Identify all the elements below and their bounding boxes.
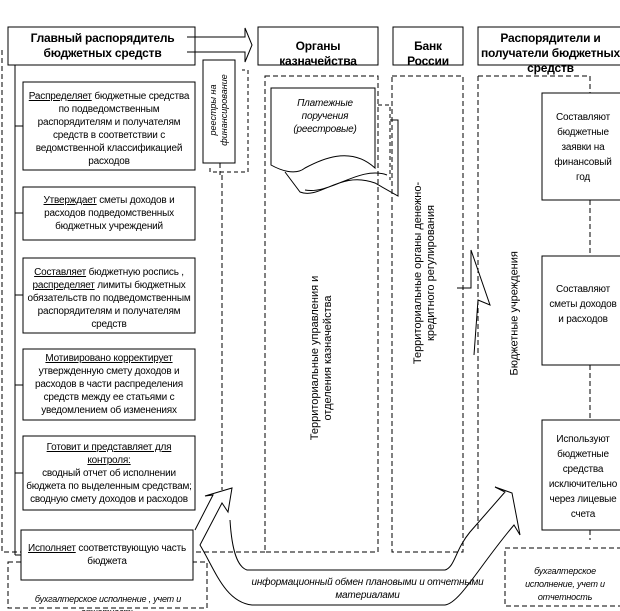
header-treasury: Органы казначейства: [279, 39, 357, 68]
function-3: Составляет бюджетную роспись , распредел…: [26, 266, 192, 331]
header-recipients: Распорядители и получатели бюджетных сре…: [481, 31, 620, 75]
function-5: Готовит и представляет для контроля: сво…: [24, 441, 194, 506]
function-3-verb: Составляет: [34, 267, 87, 278]
payment-orders-flow: [284, 165, 399, 197]
accounting-right-box: [504, 547, 620, 607]
function-3-text: бюджетную роспись ,: [88, 267, 184, 278]
function-box-5: [22, 435, 196, 511]
recipient-box-1: [541, 92, 620, 201]
recipients-box: [477, 26, 620, 66]
main-manager-box: [7, 26, 196, 66]
header-main-manager: Главный распорядитель бюджетных средств: [30, 31, 175, 60]
function-5-verb: Готовит и представляет для контроля:: [46, 442, 172, 466]
function-box-4: [22, 348, 196, 421]
function-3-text2: лимиты бюджетных обязательств по подведо…: [27, 280, 191, 330]
treasury-box: [257, 26, 379, 66]
function-1: Распределяет бюджетные средства по подве…: [26, 90, 192, 168]
function-1-text: бюджетные средства по подведомственным р…: [35, 91, 190, 167]
recipient-box-3: [541, 419, 620, 531]
function-4-text: утвержденную смету доходов и расходов в …: [34, 366, 184, 416]
main-to-treasury-arrow: [187, 27, 253, 63]
function-2: Утверждает сметы доходов и расходов подв…: [26, 194, 192, 233]
function-box-6: [20, 529, 194, 581]
payment-orders-to-bank: [390, 119, 399, 196]
function-6: Исполняет соответствующую часть бюджета: [26, 542, 188, 568]
bank-vertical-label: Территориальные органы денежно-кредитног…: [412, 181, 437, 365]
function-4-verb: Мотивировано корректирует: [45, 353, 173, 364]
header-bank: Банк России: [407, 39, 449, 68]
bank-to-recipients-arrow: [457, 249, 491, 356]
recipient-box-2: [541, 255, 620, 366]
spine-connectors: [15, 125, 23, 556]
accounting-left-label: бухгалтерское исполнение , учет и отчетн…: [34, 594, 182, 611]
registers-box: [202, 59, 236, 164]
registers-label: реестры на финансирование: [208, 74, 229, 146]
payment-orders-label: Платежные поручения (реестровые): [293, 98, 357, 135]
function-6-text: соответствующую часть бюджета: [78, 543, 186, 567]
treasury-dashed-area: [264, 75, 379, 553]
function-2-text: сметы доходов и расходов подведомственны…: [44, 195, 175, 232]
recipient-function-3: Используют бюджетные средства исключител…: [548, 434, 618, 520]
function-box-2: [22, 186, 196, 241]
recipient-function-2: Составляют сметы доходов и расходов: [549, 284, 617, 325]
accounting-right-label: бухгалтерское исполнение, учет и отчетно…: [525, 566, 605, 602]
registers-shadow: [209, 69, 249, 173]
recipient-function-1: Составляют бюджетные заявки на финансовы…: [554, 112, 612, 183]
function-5-text: сводный отчет об исполнении бюджета по в…: [26, 468, 192, 505]
recipients-dashed-area: [477, 75, 591, 530]
registers-line: [219, 163, 223, 490]
function-2-verb: Утверждает: [43, 195, 97, 206]
treasury-vertical-label: Территориальные управления и отделения к…: [309, 275, 334, 441]
info-exchange-arrow: [194, 486, 521, 606]
function-box-3: [22, 257, 196, 334]
info-exchange-label: информационный обмен плановыми и отчетны…: [251, 577, 484, 601]
function-1-verb: Распределяет: [28, 91, 92, 102]
bank-dashed-area: [391, 75, 464, 553]
payment-orders-document: [270, 87, 376, 173]
bank-box: [392, 26, 464, 66]
recipients-vertical-label: Бюджетные учреждения: [508, 251, 521, 376]
function-3-verb2: распределяет: [32, 280, 95, 291]
function-6-verb: Исполняет: [28, 543, 76, 554]
function-box-1: [22, 81, 196, 171]
function-4: Мотивировано корректирует утвержденную с…: [24, 352, 194, 417]
payment-orders-dash: [378, 104, 391, 180]
